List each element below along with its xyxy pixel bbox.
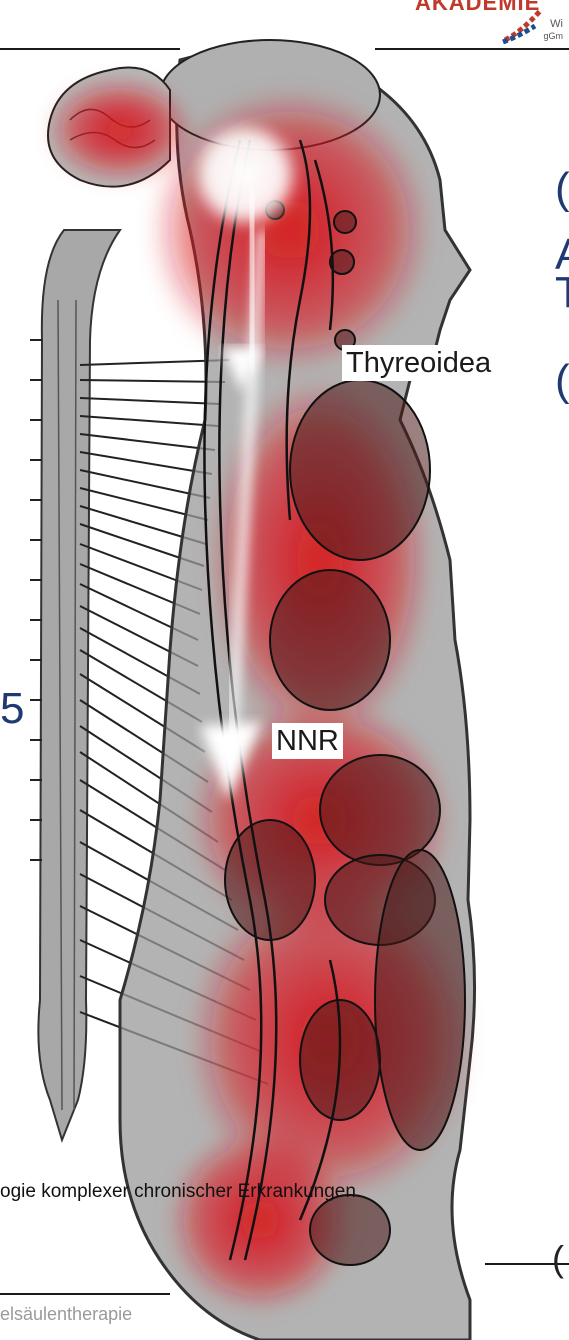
right-edge-fragment-3: T (555, 268, 569, 318)
right-edge-fragment-4: ( (555, 356, 569, 406)
label-nnr: NNR (272, 723, 343, 759)
right-edge-fragment-5: ( (552, 1238, 564, 1280)
right-edge-fragment-1: ( (555, 164, 569, 214)
footnote-text: ogie komplexer chronischer Erkrankungen. (0, 1181, 361, 1203)
label-thyreoidea: Thyreoidea (342, 345, 495, 381)
spinal-cord (38, 230, 120, 1140)
left-edge-fragment: 5 (0, 684, 24, 734)
footer-text: elsäulentherapie (0, 1304, 132, 1325)
